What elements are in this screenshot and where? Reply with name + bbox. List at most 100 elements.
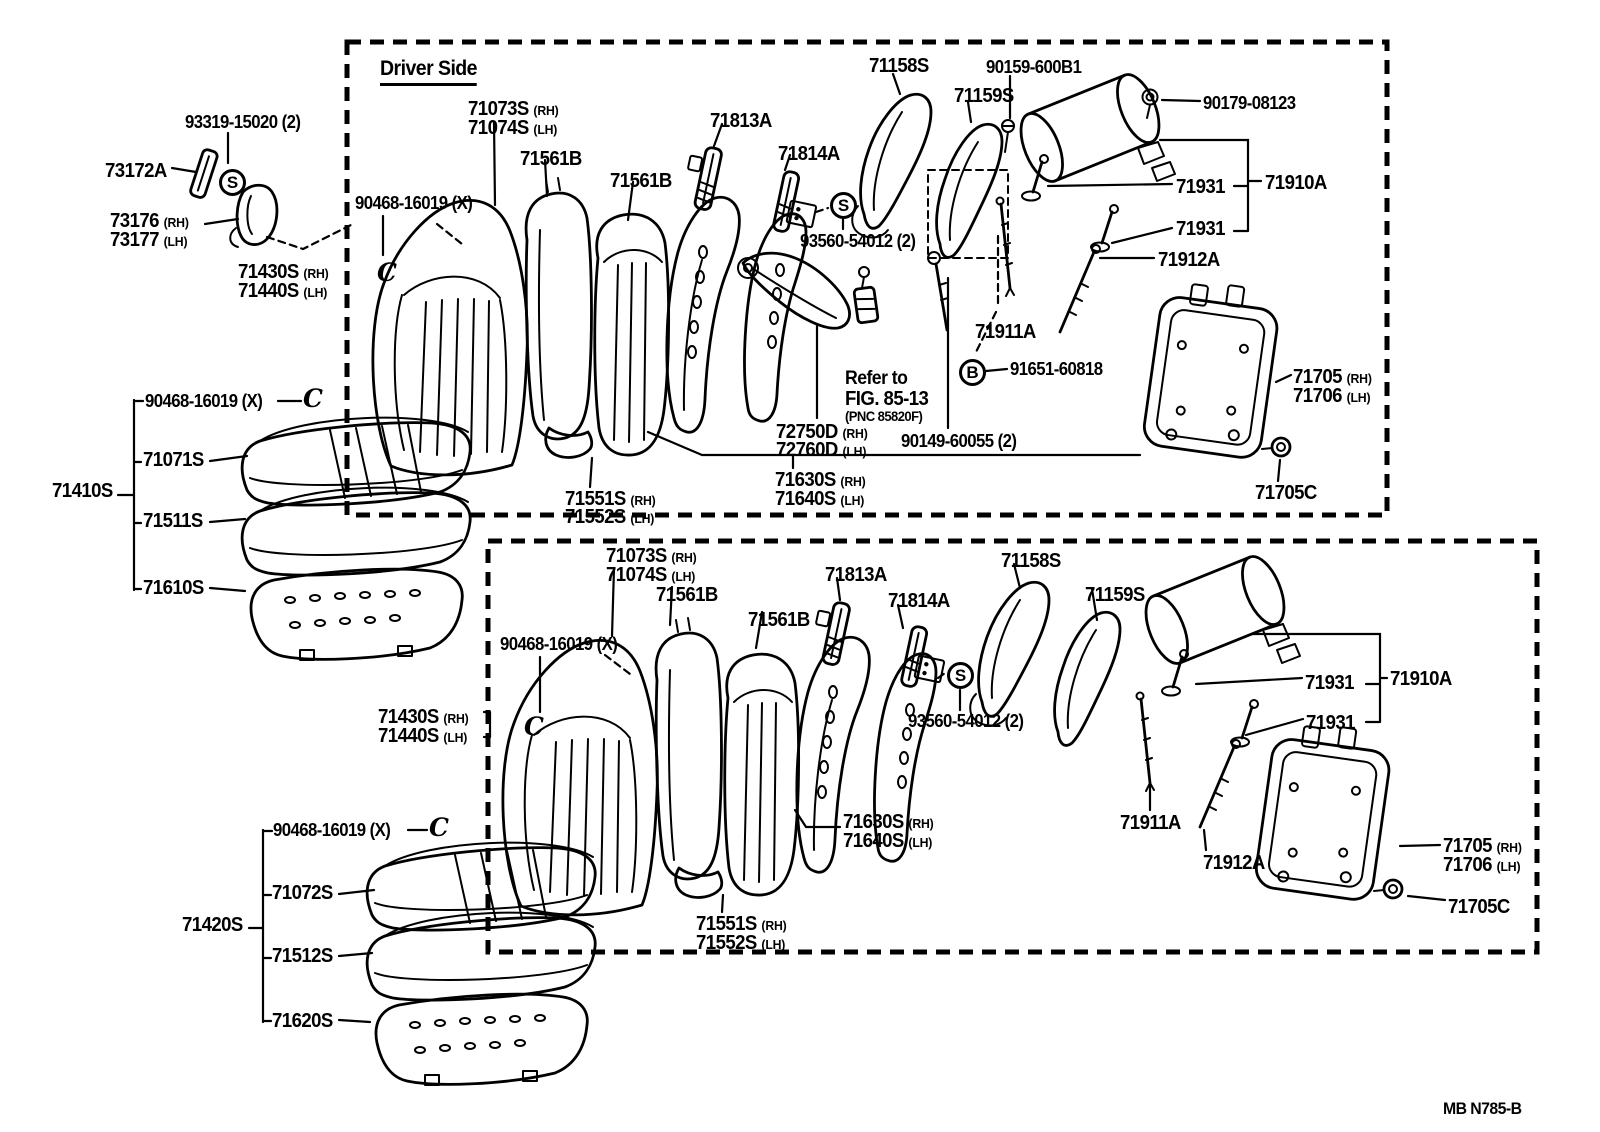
- label-text: 71552S: [696, 932, 757, 954]
- label-suffix: (RH): [1346, 371, 1372, 386]
- label-suffix: (LH): [1346, 390, 1371, 405]
- label-71511s: 71511S: [143, 511, 203, 531]
- label-suffix: (LH): [533, 122, 558, 137]
- label-71911a: 71911A: [975, 322, 1036, 342]
- label-71912a: 71912A: [1158, 250, 1220, 270]
- label-driver-side: Driver Side: [380, 57, 478, 86]
- label-71561b: 71561B: [520, 149, 582, 169]
- label-71552s: 71552S (LH): [696, 933, 785, 953]
- label-71073s: 71073S(RH): [468, 99, 559, 119]
- label-71705c: 71705C: [1448, 897, 1510, 917]
- label-71910a: 71910A: [1390, 669, 1452, 689]
- label-text: 71512S: [272, 945, 333, 967]
- label-suffix: (RH): [671, 550, 697, 565]
- label-71073s: 71073S (RH): [606, 546, 697, 566]
- label-text: 71551S: [696, 913, 757, 935]
- driver-side-box: [344, 39, 1390, 518]
- label-90159-600b1: 90159-600B1: [986, 58, 1082, 76]
- recliner-cylinder-part: [852, 266, 880, 325]
- label-text: 71630S: [775, 469, 836, 491]
- label-71440s: 71440S(LH): [238, 281, 327, 301]
- label-text: 71430S: [378, 706, 439, 728]
- label-71630s: 71630S (RH): [775, 470, 866, 490]
- label-c: C: [303, 386, 323, 411]
- label-text: 71931: [1305, 672, 1354, 694]
- label-text: 71706: [1293, 385, 1342, 407]
- label-text: S: [837, 196, 850, 215]
- label-text: 71912A: [1203, 852, 1265, 874]
- label-71158s: 71158S: [869, 56, 929, 76]
- label-71813a: 71813A: [710, 111, 772, 131]
- label-71430s: 71430S(RH): [238, 262, 329, 282]
- label-text: B: [966, 363, 979, 382]
- label-text: 71073S: [606, 545, 667, 567]
- passenger-side-box: [485, 538, 1540, 955]
- label-text: 71931: [1176, 218, 1225, 240]
- label-text: 90468-16019 (X): [355, 193, 473, 213]
- label-71706: 71706(LH): [1443, 855, 1521, 875]
- label-suffix: (RH): [163, 215, 189, 230]
- label-suffix: (RH): [303, 266, 329, 281]
- label-71440s: 71440S(LH): [378, 726, 467, 746]
- label-text: 93560-54012 (2): [800, 231, 916, 251]
- label-text: 71561B: [520, 148, 582, 170]
- label-71813a: 71813A: [825, 565, 887, 585]
- label-71705: 71705 (RH): [1443, 836, 1522, 856]
- label-93560-54012-2-: 93560-54012 (2): [908, 711, 1024, 731]
- label-71512s: 71512S: [272, 946, 333, 966]
- label-text: 71931: [1176, 176, 1225, 198]
- label-text: 90468-16019 (X): [273, 820, 391, 840]
- label-90149-60055-2-: 90149-60055 (2): [901, 432, 1017, 450]
- label-suffix: (LH): [842, 444, 867, 459]
- label-71430s: 71430S(RH): [378, 707, 469, 727]
- label-refer-to: Refer to: [845, 369, 908, 388]
- label-text: 71911A: [1120, 812, 1181, 834]
- label-text: Driver Side: [380, 57, 478, 80]
- label-suffix: (RH): [840, 474, 866, 489]
- label-text: FIG. 85-13: [845, 388, 929, 410]
- label-71910a: 71910A: [1265, 173, 1327, 193]
- label-71705: 71705(RH): [1293, 367, 1372, 387]
- label-text: 71440S: [238, 280, 299, 302]
- label-71814a: 71814A: [778, 144, 840, 164]
- label-text: 93560-54012 (2): [908, 711, 1024, 731]
- label-71561b: 71561B: [748, 610, 810, 630]
- label-text: 71910A: [1390, 668, 1452, 690]
- facing-dashed-outline: [927, 169, 1009, 259]
- label-text: 71813A: [710, 110, 772, 132]
- label-suffix: (RH): [533, 103, 559, 118]
- label-text: (PNC 85820F): [845, 408, 923, 424]
- label-text: 71410S: [52, 480, 113, 502]
- label-text: 71158S: [869, 55, 929, 77]
- label-text: 90468-16019 (X): [500, 634, 618, 654]
- label-suffix: (LH): [761, 937, 786, 952]
- label-71931: 71931: [1176, 219, 1225, 239]
- label-c: C: [377, 260, 397, 285]
- label-suffix: (RH): [908, 816, 934, 831]
- label-text: 71705: [1443, 835, 1492, 857]
- label-suffix: (RH): [630, 493, 656, 508]
- label-text: 71910A: [1265, 172, 1327, 194]
- label-71158s: 71158S: [1001, 551, 1061, 571]
- label-text: 71561B: [656, 584, 718, 606]
- label-90468-16019-x-: 90468-16019 (X): [273, 820, 391, 840]
- label-suffix: (LH): [908, 835, 933, 850]
- label-c: C: [524, 714, 544, 739]
- label-suffix: (LH): [671, 569, 696, 584]
- label-71074s: 71074S(LH): [606, 565, 695, 585]
- label-suffix: (RH): [1496, 840, 1522, 855]
- label-text: S: [226, 173, 239, 192]
- headrest-screw-90159: [1001, 119, 1015, 153]
- label-text: 90179-08123: [1203, 93, 1296, 113]
- label-text: 71640S: [843, 830, 904, 852]
- label-suffix: (RH): [842, 426, 868, 441]
- label-93560-54012-2-: 93560-54012 (2): [800, 231, 916, 251]
- label-text: 71912A: [1158, 249, 1220, 271]
- label-text: 71931: [1306, 712, 1355, 734]
- label-71630s: 71630S (RH): [843, 812, 934, 832]
- label-text: 71440S: [378, 725, 439, 747]
- label-text: 71630S: [843, 811, 904, 833]
- label-71159s: 71159S: [1085, 585, 1145, 605]
